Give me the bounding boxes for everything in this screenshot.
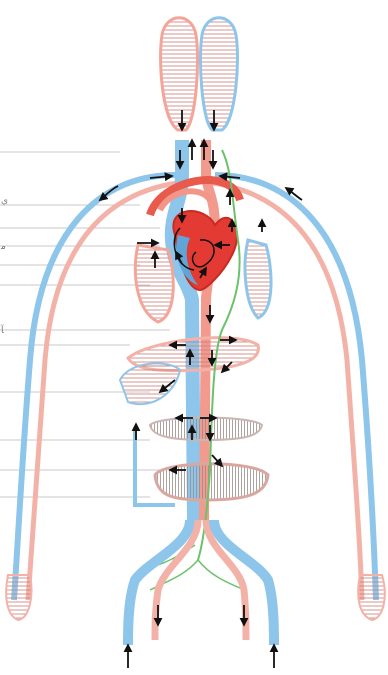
right-arm-vein (215, 175, 376, 600)
lung-capillary-beds (161, 18, 238, 130)
right-hand-bed (358, 575, 385, 620)
leg-vessels (128, 520, 274, 645)
organ-capillary-beds (120, 338, 268, 505)
right-lung-bed (200, 18, 237, 130)
margin-marks: ي ﻣ ﺂ (0, 196, 8, 336)
stomach-bed (150, 418, 262, 441)
left-lung-bed (161, 18, 198, 130)
left-hand-bed (6, 575, 31, 620)
margin-mark-1: ي (1, 196, 8, 206)
right-side-bed (245, 240, 271, 318)
margin-mark-3: ﺂ (0, 324, 4, 336)
margin-mark-2: ﻣ (0, 242, 6, 252)
